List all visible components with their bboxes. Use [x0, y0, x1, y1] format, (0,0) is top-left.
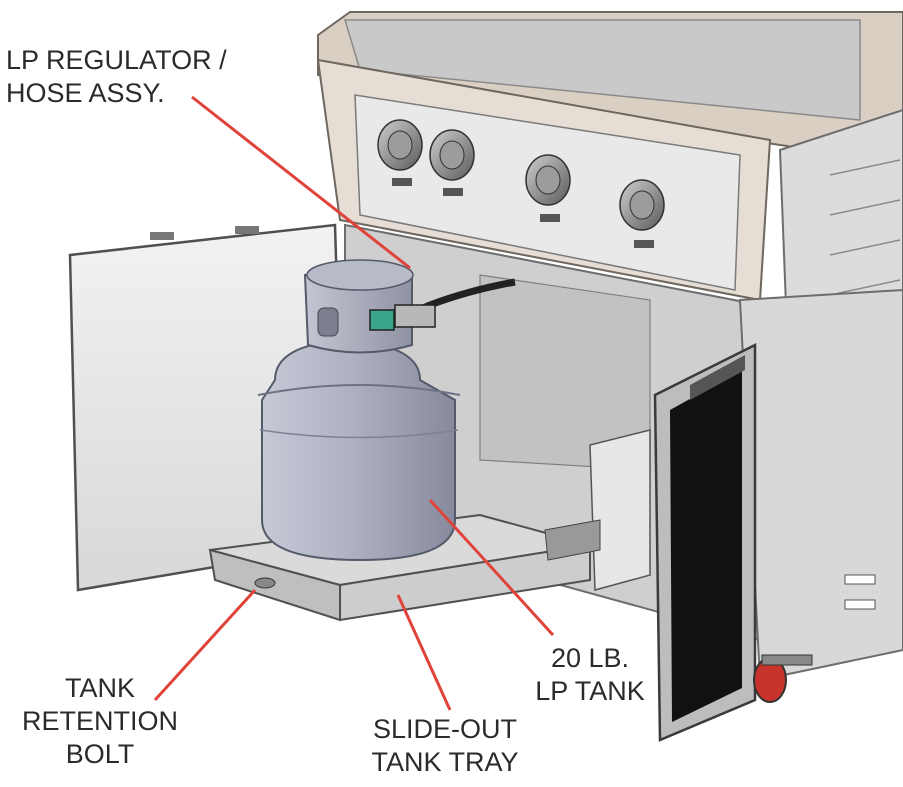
- grill-lid: [317, 11, 903, 152]
- retention-bolt-label: TANK RETENTION BOLT: [10, 672, 190, 771]
- regulator-label-line1: LP REGULATOR /: [6, 45, 227, 75]
- burner-knob: [525, 154, 571, 222]
- tank-leader-line: [428, 498, 555, 637]
- tray-label-line2: TANK TRAY: [371, 747, 519, 777]
- bolt-label-line2: RETENTION: [21, 706, 178, 736]
- tray-label-line1: SLIDE-OUT: [372, 714, 518, 744]
- burner-knob: [377, 119, 423, 186]
- lp-tank-label: 20 LB. LP TANK: [520, 642, 660, 708]
- regulator-hose: [369, 278, 516, 331]
- caster-wheel: [753, 654, 813, 703]
- bolt-label-line3: BOLT: [65, 739, 135, 769]
- burner-knob: [619, 179, 665, 248]
- tank-label-line1: 20 LB.: [550, 643, 630, 673]
- regulator-hose-label: LP REGULATOR / HOSE ASSY.: [6, 44, 227, 110]
- right-cabinet-door: [653, 342, 757, 742]
- inner-shelf: [589, 429, 651, 591]
- regulator-label-line2: HOSE ASSY.: [6, 78, 165, 108]
- bolt-label-line1: TANK: [64, 673, 135, 703]
- regulator-leader-line: [191, 95, 411, 270]
- tank-tray-label: SLIDE-OUT TANK TRAY: [355, 713, 535, 779]
- burner-knob: [429, 129, 475, 196]
- tank-collar: [303, 259, 414, 354]
- tank-label-line2: LP TANK: [535, 676, 645, 706]
- tray-leader-line: [396, 594, 452, 711]
- bolt-leader-line: [153, 588, 257, 702]
